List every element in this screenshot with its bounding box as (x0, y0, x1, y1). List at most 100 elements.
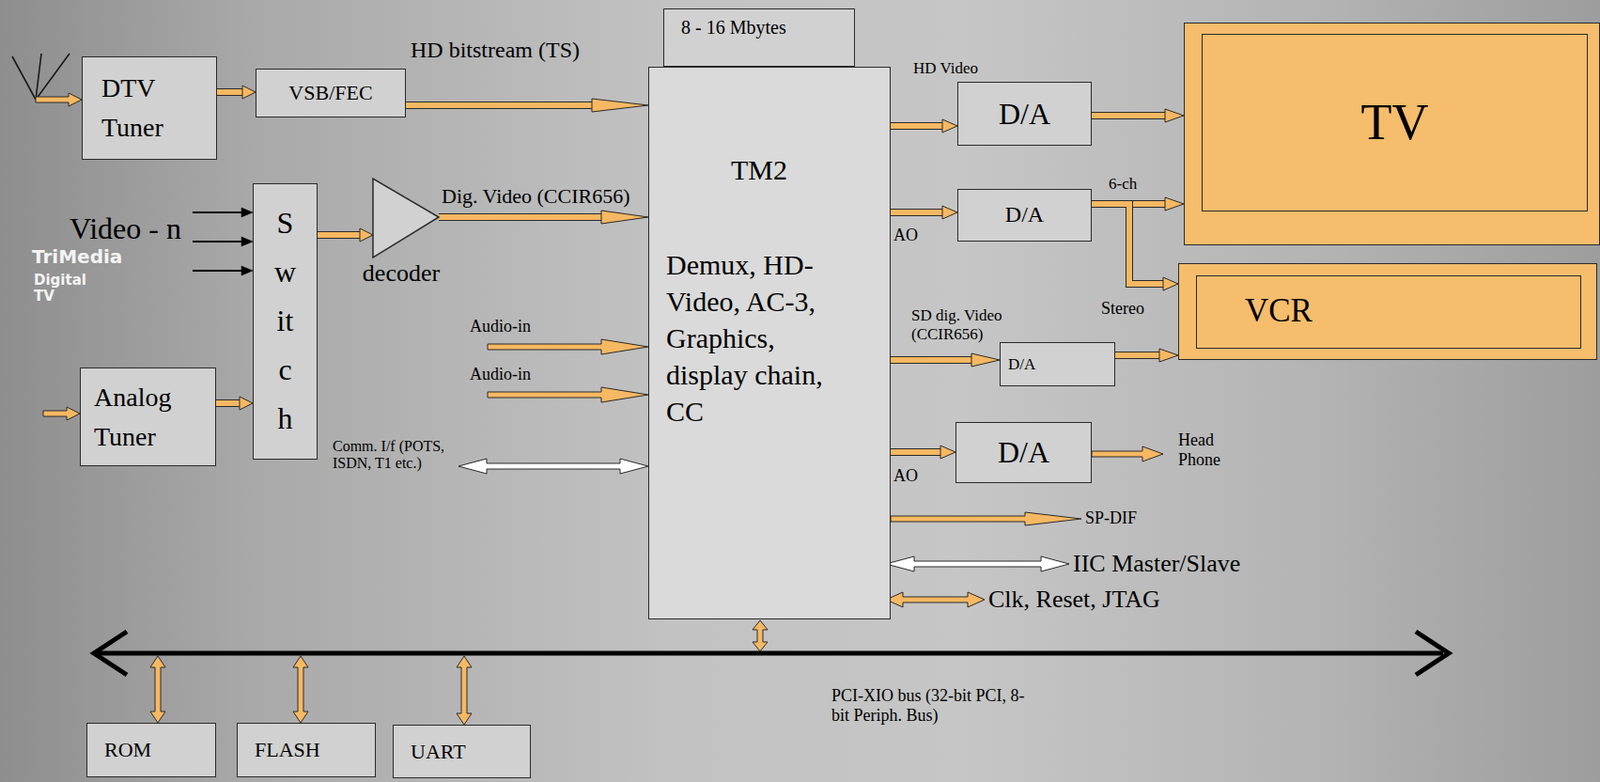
interface-label: Clk, Reset, JTAG (988, 585, 1161, 614)
box-label: DTV Tuner (101, 68, 196, 148)
dac-box: D/A (957, 188, 1092, 242)
rom-box: ROM (86, 722, 217, 777)
signal-connector (438, 210, 649, 224)
output-label: SP-DIF (1085, 508, 1137, 529)
signal-arrow (890, 512, 1082, 526)
signal-arrow (43, 406, 80, 420)
interface-label: Comm. I/f (POTS, ISDN, T1 etc.) (332, 437, 453, 473)
connector-shaft (438, 214, 602, 220)
connector-outline (317, 231, 360, 239)
box-label: ROM (104, 737, 152, 762)
demodulator-box: VSB/FEC (255, 68, 406, 118)
box-label: VSB/FEC (288, 80, 373, 105)
uart-box: UART (392, 724, 531, 778)
box-label: Analog Tuner (93, 377, 188, 457)
signal-connector (1091, 203, 1179, 291)
antenna-rod (35, 53, 70, 100)
double-arrow (752, 620, 768, 652)
arrow-head (1165, 197, 1184, 211)
input-label: Video - n (69, 211, 182, 247)
signal-label: Audio-in (469, 364, 531, 385)
interface-label: IIC Master/Slave (1072, 549, 1241, 578)
arrow-head (1159, 348, 1179, 362)
box-label: 8 - 16 Mbytes (681, 16, 787, 39)
signal-arrow (1091, 446, 1164, 462)
double-arrow (456, 655, 472, 725)
output-label: Head Phone (1178, 430, 1244, 469)
connector-shaft (890, 123, 943, 129)
watermark-text: Digital TV (33, 272, 91, 306)
bus-label: PCI-XIO bus (32-bit PCI, 8-bit Periph. B… (831, 685, 1034, 725)
connector-outline (890, 122, 943, 130)
signal-label: Dig. Video (CCIR656) (441, 184, 631, 208)
signal-connector (890, 445, 956, 459)
signal-connector (890, 205, 958, 219)
signal-label: AO (893, 466, 918, 486)
box-label: FLASH (254, 737, 321, 762)
switch-box: S w it c h (252, 183, 318, 460)
box-label: D/A (1008, 355, 1036, 374)
connector-outline (217, 88, 243, 96)
arrow-head (239, 396, 253, 410)
double-arrow (293, 655, 309, 723)
box-label: VCR (1244, 292, 1313, 330)
signal-arrow (487, 339, 649, 355)
signal-label: 6-ch (1108, 174, 1137, 194)
watermark-text: TriMedia (31, 246, 123, 268)
box-label: decoder (362, 259, 440, 288)
dac-box: D/A (957, 81, 1092, 146)
box-label: D/A (997, 434, 1050, 470)
signal-label: HD Video (913, 59, 979, 78)
tv-box: TV (1183, 22, 1600, 246)
connector-shaft (890, 449, 941, 455)
signal-connector (405, 98, 649, 112)
video-input-line (192, 269, 243, 272)
connector-outline (438, 213, 602, 221)
connector-shaft (216, 400, 240, 406)
dac-box: D/A (999, 341, 1116, 387)
double-arrow (150, 655, 166, 723)
pci-bus-line (97, 651, 1444, 656)
connector-outline (890, 448, 941, 456)
arrow-head (942, 119, 958, 133)
connector-shaft (405, 102, 592, 109)
signal-label: AO (893, 225, 918, 246)
arrow-head (940, 445, 956, 459)
antenna-rod (12, 56, 36, 100)
memory-box: 8 - 16 Mbytes (663, 8, 855, 67)
bus-arrow-head (1415, 631, 1449, 675)
box-label: UART (410, 739, 467, 763)
box-label: S w it c h (269, 199, 302, 443)
connector-outline (890, 208, 943, 217)
flash-box: FLASH (236, 722, 376, 777)
box-label: TV (1361, 93, 1430, 152)
tuner-box: Analog Tuner (79, 367, 217, 467)
vcr-box: VCR (1178, 263, 1598, 360)
antenna-symbol (12, 53, 70, 100)
box-label: D/A (998, 96, 1051, 132)
signal-arrow (487, 387, 649, 403)
connector-shaft (217, 89, 243, 95)
signal-arrow (35, 93, 82, 107)
decoder-triangle: decoder (349, 174, 453, 288)
signal-connector (890, 119, 958, 133)
signal-label: HD bitstream (TS) (410, 37, 580, 64)
arrow-head (1165, 108, 1184, 123)
connector-outline (1091, 203, 1164, 284)
arrow-head (591, 98, 649, 112)
hollow-double-arrow (458, 458, 649, 474)
hollow-double-arrow (885, 556, 1070, 572)
video-input-line (192, 240, 243, 243)
connector-outline (1091, 111, 1166, 120)
signal-connector (317, 228, 373, 242)
arrow-head (241, 207, 253, 218)
arrow-head (241, 236, 253, 247)
decoder-symbol (372, 178, 439, 258)
box-body: Demux, HD-Video, AC-3, Graphics, display… (666, 246, 845, 430)
signal-label: SD dig. Video (CCIR656) (911, 306, 1015, 343)
arrow-head (942, 205, 958, 219)
connector-shaft (1115, 352, 1160, 358)
connector-shaft (890, 357, 972, 363)
connector-outline (405, 101, 592, 109)
